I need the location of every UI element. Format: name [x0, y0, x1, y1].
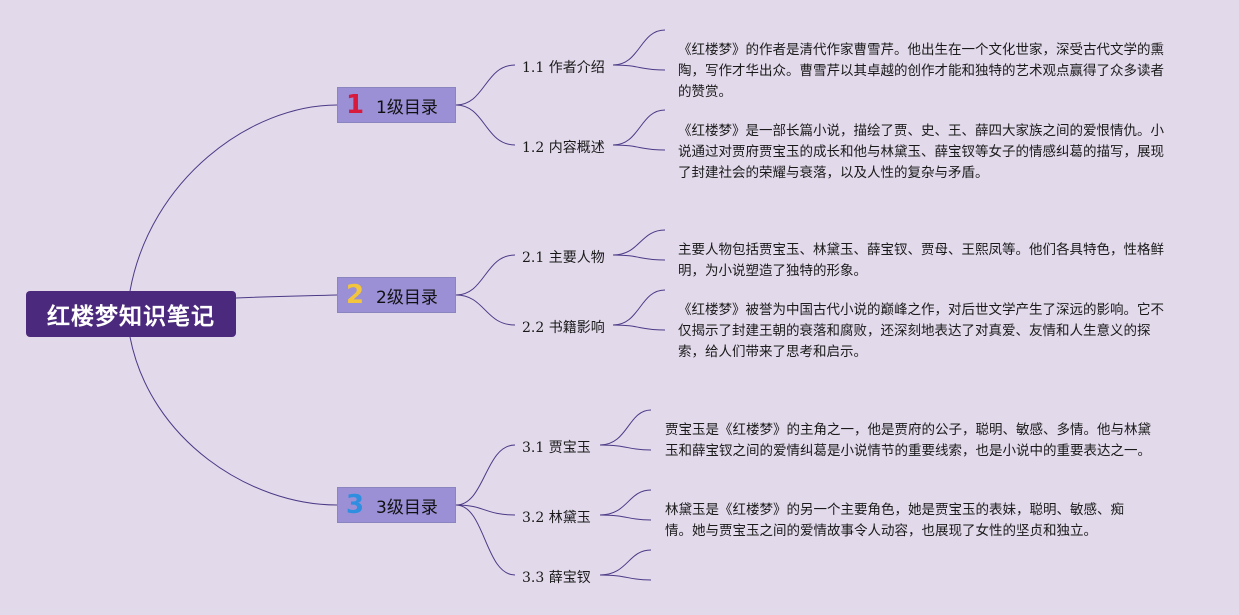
level1-label: 3级目录	[376, 497, 438, 518]
note-2-2: 《红楼梦》被誉为中国古代小说的巅峰之作，对后世文学产生了深远的影响。它不仅揭示了…	[678, 302, 1164, 360]
number-1-icon: 1	[345, 90, 365, 120]
root-node[interactable]: 红楼梦知识笔记	[26, 291, 236, 337]
level2-node-3-3[interactable]: 3.3 薛宝钗	[522, 570, 591, 586]
level1-node-2[interactable]: 2 2级目录	[337, 277, 456, 313]
level2-node-2-2[interactable]: 2.2 书籍影响	[522, 320, 605, 336]
number-2-icon: 2	[345, 280, 365, 310]
note-2-1: 主要人物包括贾宝玉、林黛玉、薛宝钗、贾母、王熙凤等。他们各具特色，性格鲜明，为小…	[678, 242, 1164, 279]
level2-node-1-1[interactable]: 1.1 作者介绍	[522, 60, 605, 76]
level2-node-2-1[interactable]: 2.1 主要人物	[522, 250, 605, 266]
note-1-1: 《红楼梦》的作者是清代作家曹雪芹。他出生在一个文化世家，深受古代文学的熏陶，写作…	[678, 42, 1164, 100]
root-title: 红楼梦知识笔记	[47, 304, 215, 330]
note-3-2: 林黛玉是《红楼梦》的另一个主要角色，她是贾宝玉的表妹，聪明、敏感、痴情。她与贾宝…	[665, 502, 1124, 539]
level2-node-1-2[interactable]: 1.2 内容概述	[522, 140, 605, 156]
note-1-2: 《红楼梦》是一部长篇小说，描绘了贾、史、王、薛四大家族之间的爱恨情仇。小说通过对…	[678, 123, 1164, 181]
level1-label: 1级目录	[376, 97, 438, 118]
level1-label: 2级目录	[376, 287, 438, 308]
number-3-icon: 3	[345, 490, 365, 520]
level1-node-1[interactable]: 1 1级目录	[337, 87, 456, 123]
note-3-1: 贾宝玉是《红楼梦》的主角之一，他是贾府的公子，聪明、敏感、多情。他与林黛玉和薛宝…	[665, 422, 1151, 459]
level1-node-3[interactable]: 3 3级目录	[337, 487, 456, 523]
level2-node-3-2[interactable]: 3.2 林黛玉	[522, 510, 591, 526]
level2-node-3-1[interactable]: 3.1 贾宝玉	[522, 440, 591, 456]
